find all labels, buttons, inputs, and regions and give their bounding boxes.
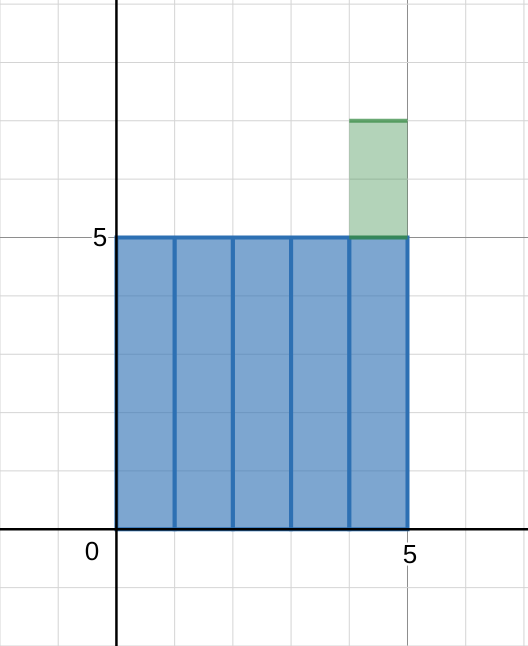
tick-labels: 0 5 5 [82,220,419,572]
green-rectangle [349,120,408,238]
x-tick-label-5: 5 [403,539,417,569]
origin-label: 0 [85,536,99,566]
y-tick-label-5: 5 [93,222,107,252]
blue-rectangle-2 [172,235,235,532]
blue-rectangle-4 [289,235,352,532]
blue-rectangle-5 [347,235,410,532]
blue-rectangle-3 [230,235,294,532]
shaded-regions [114,118,410,532]
blue-rectangle-1 [114,235,177,532]
